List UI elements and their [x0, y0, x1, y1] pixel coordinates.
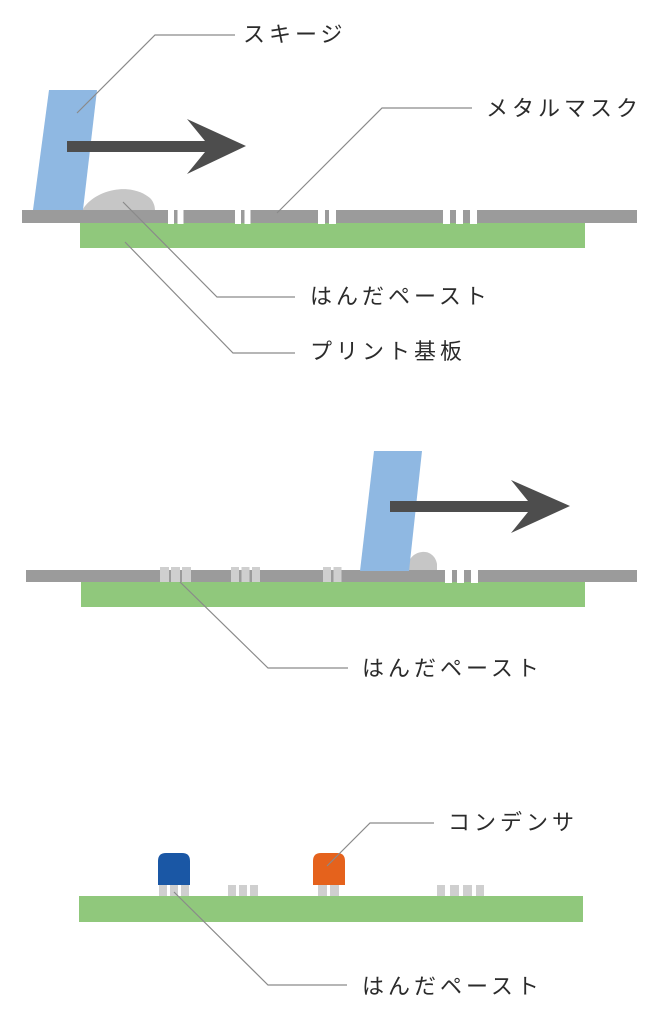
mask-aperture: [470, 209, 477, 224]
leader-capacitor: [326, 822, 434, 867]
paste-pad: [450, 885, 459, 896]
panel-after-print: [26, 451, 637, 607]
paste-deposit: [323, 567, 331, 582]
mask-apertures: [168, 209, 477, 224]
pcb-board: [81, 582, 585, 607]
paste-pad: [476, 885, 484, 896]
mask-aperture: [445, 569, 452, 583]
component-capacitor-orange: [313, 853, 345, 885]
label-pcb: プリント基板: [310, 339, 467, 364]
panel-printing: [22, 90, 637, 248]
mask-aperture: [244, 209, 251, 224]
paste-pad: [159, 885, 167, 896]
mask-aperture: [456, 209, 463, 224]
leader-lines: [76, 34, 472, 986]
mask-aperture: [443, 209, 450, 224]
leader-squeegee: [76, 34, 235, 114]
paste-pad: [170, 885, 178, 896]
leader-pcb: [124, 241, 295, 354]
solder-paste-blob: [407, 551, 437, 571]
component-blue: [158, 853, 190, 885]
label-metal-mask: メタルマスク: [486, 96, 643, 121]
motion-arrow: [67, 119, 246, 174]
solder-paste-blob: [82, 189, 155, 211]
paste-pad: [228, 885, 236, 896]
paste-pad: [250, 885, 258, 896]
paste-deposit: [252, 567, 260, 582]
leader-solder-paste-1: [122, 201, 295, 298]
leader-solder-paste-2: [179, 581, 348, 669]
mask-aperture: [318, 209, 325, 224]
paste-deposit: [171, 567, 180, 582]
paste-pad: [330, 885, 339, 896]
mask-aperture: [471, 569, 478, 583]
leader-metal-mask: [276, 107, 472, 214]
paste-deposits: [160, 567, 342, 582]
paste-deposit: [231, 567, 239, 582]
mask-aperture: [329, 209, 336, 224]
paste-deposit: [182, 567, 191, 582]
mask-apertures: [445, 569, 478, 583]
leader-solder-paste-3: [173, 891, 347, 986]
label-solder-paste-2: はんだペースト: [362, 656, 543, 681]
paste-deposit: [333, 567, 342, 582]
motion-arrow: [390, 480, 570, 533]
metal-mask-bar: [26, 570, 637, 582]
paste-deposit: [241, 567, 250, 582]
label-capacitor: コンデンサ: [448, 810, 579, 835]
paste-pad: [239, 885, 247, 896]
label-solder-paste-1: はんだペースト: [310, 284, 491, 309]
paste-pad: [318, 885, 327, 896]
squeegee-shape: [33, 90, 97, 210]
mask-aperture: [457, 569, 464, 583]
label-squeegee: スキージ: [243, 22, 347, 47]
mask-aperture: [177, 209, 184, 224]
panel-mounting: [79, 853, 583, 922]
label-solder-paste-3: はんだペースト: [362, 974, 543, 999]
mask-aperture: [168, 209, 174, 224]
paste-pads: [159, 885, 484, 896]
paste-pad: [463, 885, 472, 896]
mask-aperture: [235, 209, 241, 224]
paste-pad: [181, 885, 189, 896]
pcb-board: [79, 896, 583, 922]
paste-pad: [437, 885, 445, 896]
paste-deposit: [160, 567, 169, 582]
